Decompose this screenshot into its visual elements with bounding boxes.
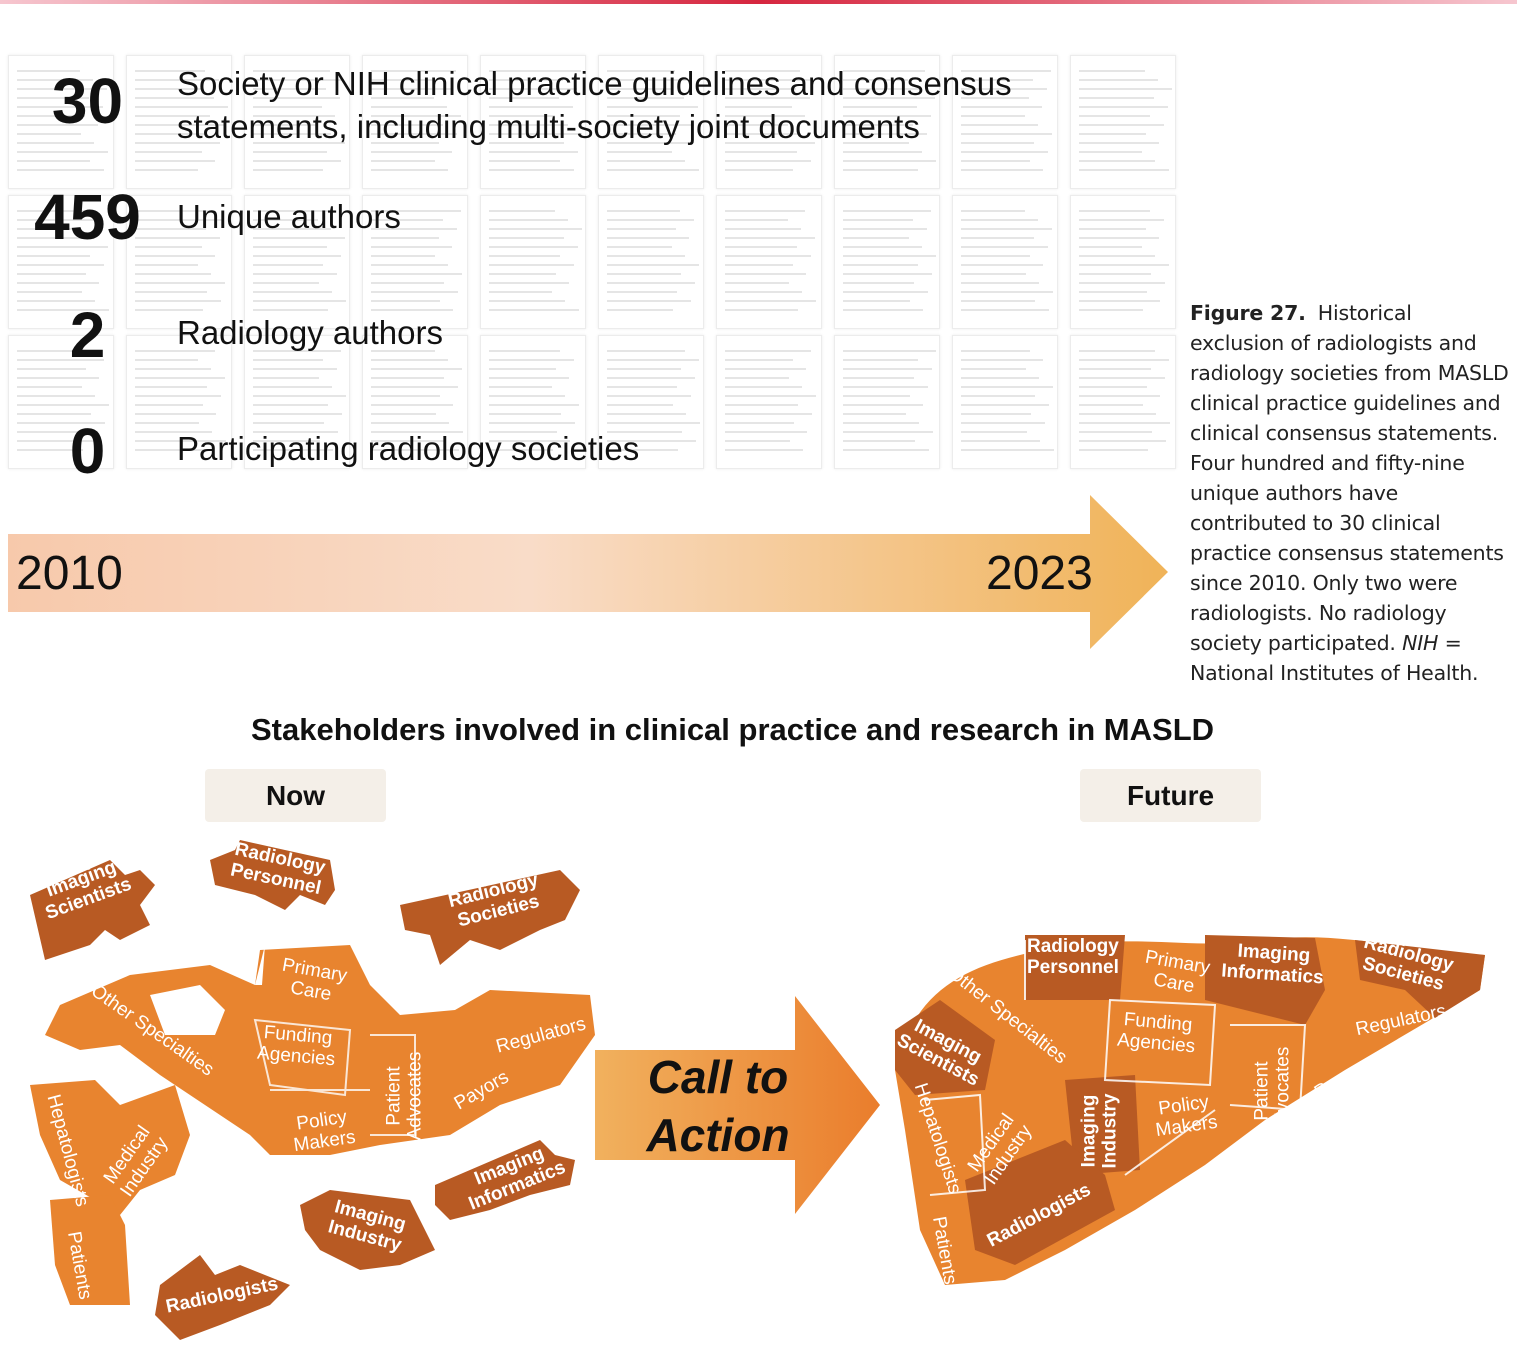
future-piece-funding-agencies: Funding Agencies xyxy=(1116,1009,1197,1058)
guideline-document-thumbnail xyxy=(952,55,1058,189)
guideline-document-thumbnail xyxy=(598,335,704,469)
now-piece-policy-makers: Policy Makers xyxy=(292,1106,357,1157)
timeline-end-year: 2023 xyxy=(986,547,1093,600)
future-label: Future xyxy=(1080,769,1261,822)
guideline-document-thumbnail xyxy=(952,195,1058,329)
call-to-action-label: Call to Action xyxy=(646,1051,790,1161)
now-piece-funding-agencies: Funding Agencies xyxy=(256,1022,337,1071)
stat-label: Society or NIH clinical practice guideli… xyxy=(177,65,1012,145)
guideline-document-thumbnail xyxy=(1070,195,1176,329)
guideline-document-thumbnail xyxy=(480,195,586,329)
now-puzzle-scattered xyxy=(30,840,595,1340)
stat-radiology-authors: 2 Radiology authors xyxy=(0,298,1100,373)
stat-label: Unique authors xyxy=(177,198,401,235)
guideline-document-thumbnail xyxy=(480,335,586,469)
guideline-document-thumbnail xyxy=(834,195,940,329)
caption-abbreviation-definition: = National Institutes of Health. xyxy=(1190,631,1479,685)
guideline-document-thumbnail xyxy=(598,195,704,329)
figure-caption: Figure 27.Historical exclusion of radiol… xyxy=(1190,298,1510,688)
guideline-document-thumbnail xyxy=(8,55,114,189)
guideline-document-thumbnail xyxy=(244,195,350,329)
guideline-document-thumbnail xyxy=(126,195,232,329)
guideline-document-thumbnail xyxy=(362,55,468,189)
guideline-document-thumbnail xyxy=(244,335,350,469)
stat-number: 0 xyxy=(69,415,106,487)
guideline-document-thumbnail xyxy=(244,55,350,189)
call-to-action-arrow xyxy=(595,996,880,1214)
guideline-document-thumbnail xyxy=(716,195,822,329)
guideline-document-thumbnail xyxy=(126,335,232,469)
guideline-document-thumbnail xyxy=(8,195,114,329)
timeline-start-year: 2010 xyxy=(16,547,123,600)
guideline-document-thumbnail xyxy=(362,195,468,329)
stat-radiology-societies: 0 Participating radiology societies xyxy=(0,414,1100,489)
guideline-document-thumbnail xyxy=(362,335,468,469)
future-piece-imaging-informatics: Imaging Informatics xyxy=(1220,940,1325,989)
guideline-document-thumbnail xyxy=(126,55,232,189)
stat-number: 30 xyxy=(51,65,124,137)
stat-guidelines: 30 Society or NIH clinical practice guid… xyxy=(0,62,1100,147)
top-accent-bar xyxy=(0,0,1517,4)
timeline-arrow xyxy=(8,495,1168,649)
guideline-documents-collage xyxy=(8,55,1176,475)
guideline-document-thumbnail xyxy=(952,335,1058,469)
stat-authors: 459 Unique authors xyxy=(0,180,1100,255)
future-piece-policy-makers: Policy Makers xyxy=(1154,1091,1219,1142)
now-label: Now xyxy=(205,769,386,822)
guideline-document-thumbnail xyxy=(716,55,822,189)
future-piece-imaging-industry: Imaging Industry xyxy=(1078,1093,1121,1169)
guideline-document-thumbnail xyxy=(1070,55,1176,189)
stat-label: Radiology authors xyxy=(177,314,443,351)
guideline-document-thumbnail xyxy=(834,335,940,469)
guideline-document-thumbnail xyxy=(480,55,586,189)
guideline-document-thumbnail xyxy=(1070,335,1176,469)
guideline-document-thumbnail xyxy=(8,335,114,469)
stat-number: 2 xyxy=(69,299,106,371)
stat-label: Participating radiology societies xyxy=(177,430,640,467)
figure-number: Figure 27. xyxy=(1190,301,1306,325)
guideline-document-thumbnail xyxy=(598,55,704,189)
guideline-document-thumbnail xyxy=(716,335,822,469)
future-piece-patient-advocates: Patient Advocates xyxy=(1251,1046,1294,1136)
caption-abbreviation: NIH xyxy=(1402,631,1439,655)
stakeholders-title: Stakeholders involved in clinical practi… xyxy=(250,712,1215,747)
caption-text: Historical exclusion of radiologists and… xyxy=(1190,301,1509,655)
future-puzzle-liver xyxy=(895,935,1485,1285)
now-piece-patient-advocates: Patient Advocates xyxy=(383,1051,426,1141)
stat-number: 459 xyxy=(34,181,141,253)
future-piece-radiology-personnel: Radiology Personnel xyxy=(1027,936,1119,978)
guideline-document-thumbnail xyxy=(834,55,940,189)
